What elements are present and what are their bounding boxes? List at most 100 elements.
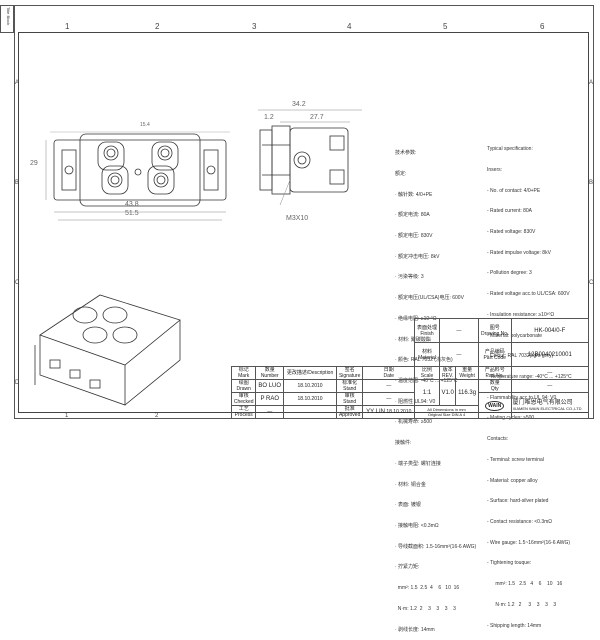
tb-dims-note: All Dimensions in mm Original Size DIN A… <box>414 405 479 419</box>
tb-rev: V1.0 <box>438 379 457 406</box>
tb-qty: — <box>510 379 590 393</box>
tb-name-checked: P RAO <box>255 392 285 406</box>
tb-hdr-mark: 标记 Mark <box>230 366 257 380</box>
spec-en-line: - Rated current: 80A <box>487 208 533 215</box>
spec-en-line: - Rated impulse voltage: 8kV <box>487 249 551 256</box>
tb-approved-date: 18.10.2010 <box>386 409 412 415</box>
spec-en-line: - Insulation resistance: ≥10¹⁰Ω <box>487 311 555 318</box>
spec-cn-line: · 表面: 镀银 <box>395 502 421 509</box>
tb-finish-label: 表面处理 Finish <box>414 318 440 343</box>
zone-top-2: 2 <box>155 22 160 31</box>
zone-top-6: 6 <box>540 22 545 31</box>
side-strip: Title Block <box>0 5 14 33</box>
tb-date-checked: 18.10.2010 <box>283 392 338 406</box>
spec-cn-line: · 额定冲击电压: 8kV <box>395 253 440 260</box>
zone-left-a: A <box>15 80 20 86</box>
tb-empty-top <box>232 319 415 367</box>
spec-cn-line: · 额定电压(UL/CSA)电压: 600V <box>395 295 464 302</box>
zone-right-a: A <box>589 80 594 86</box>
spec-cn-line: · 拧紧力矩: <box>395 564 420 571</box>
tb-std-drawn: — <box>362 379 416 393</box>
spec-en-line: - Contact resistance: <0.3mΩ <box>487 519 553 526</box>
tb-hdr-date: 日期 Date <box>362 366 416 380</box>
tb-name-process: — <box>255 405 285 419</box>
zone-top-3: 3 <box>252 22 257 31</box>
spec-cn-line: · 材料: 铜合金 <box>395 481 426 488</box>
tb-finish-value: — <box>438 318 479 343</box>
tb-scale-label: 比例 Scale <box>414 366 440 380</box>
zone-top-1: 1 <box>65 22 70 31</box>
isometric-view-drawing <box>34 294 181 406</box>
zone-left-c: C <box>15 280 20 286</box>
tb-drawing-no-label: 图号 Drawing No. <box>477 318 512 343</box>
front-dim-bottom2: 43.8 <box>125 201 139 208</box>
tb-role-process: 工艺 Process <box>230 405 257 419</box>
tb-company: 厦门唯恩电气有限公司 XIAMEN WAIN ELECTRICAL CO.,LT… <box>510 392 590 419</box>
spec-cn-line: · 导线截面积: 1.5-16mm²(16-6 AWG) <box>395 543 477 550</box>
tb-hdr-desc: 更改描述/Description <box>283 366 338 380</box>
spec-cn-line: N·m: 1.2 2 3 3 3 3 <box>395 605 456 612</box>
side-dim-top: 34.2 <box>292 101 306 108</box>
tb-drawing-no: HK-004/0-F <box>510 318 590 343</box>
spec-en-heading: Typical specification: <box>487 146 533 152</box>
spec-en-line: - No. of contact: 4/0+PE <box>487 187 541 194</box>
tb-part-code-label: 产品编码 Part Code <box>477 342 512 367</box>
side-screw-label: M3X10 <box>286 215 309 222</box>
tb-material-value: — <box>438 342 479 367</box>
spec-cn-line: · 端子类型: 螺钉连接 <box>395 460 441 467</box>
company-logo: WAIN <box>485 400 505 411</box>
spec-en-line: Insers: <box>487 166 503 173</box>
spec-en-line: - Rated voltage: 830V <box>487 228 536 235</box>
spec-en-line: N·m: 1.2 2 3 3 3 3 <box>487 601 557 608</box>
tb-scale: 1:1 <box>414 379 440 406</box>
tb-std-label-checked: 审核 Stand <box>336 392 364 406</box>
tb-std-process: YY LIN 18.10.2010 <box>362 405 416 419</box>
spec-en-line: - Shipping length: 14mm <box>487 622 542 629</box>
tb-std-label-process: 批准 Approved <box>336 405 364 419</box>
spec-en-line: - Material: copper alloy <box>487 477 538 484</box>
spec-cn-line: · 触针数: 4/0+PE <box>395 191 433 198</box>
tb-material-label: 材料 Material <box>414 342 440 367</box>
front-dim-bottom: 51.5 <box>125 210 139 217</box>
zone-top-4: 4 <box>347 22 352 31</box>
tb-std-label-drawn: 标准化 Stand <box>336 379 364 393</box>
side-view-drawing <box>258 109 362 206</box>
side-dim-left: 1.2 <box>264 114 274 121</box>
tb-part-no-label: 产品料号 Part No. <box>477 366 512 380</box>
tb-role-drawn: 绘图 Drawn <box>230 379 257 393</box>
spec-cn-line: · 额定电流: 80A <box>395 212 430 219</box>
zone-bottom-2: 2 <box>155 413 159 419</box>
zone-bottom-1: 1 <box>65 413 69 419</box>
side-dim-mid: 27.7 <box>310 114 324 121</box>
tb-date-drawn: 18.10.2010 <box>283 379 338 393</box>
spec-cn-line: · 接触电阻: <0.3mΩ <box>395 523 439 530</box>
spec-en-line: - Wire gauge: 1.5~16mm²(16-6 AWG) <box>487 539 571 546</box>
spec-cn-line: · 剥线长度: 14mm <box>395 626 435 633</box>
spec-cn-line: mm²: 1.5 2.5 4 6 10 16 <box>395 585 460 592</box>
tb-hdr-signature: 签名 Signature <box>336 366 364 380</box>
zone-left-b: B <box>15 180 20 186</box>
spec-en-line: - Tightening touque: <box>487 560 532 567</box>
tb-qty-label: 数量 Qty <box>477 379 512 393</box>
front-dim-top: 15.4 <box>140 122 150 128</box>
sheet-border <box>14 5 594 419</box>
spec-en-line: Contacts: <box>487 436 509 443</box>
zone-left-d: D <box>15 380 20 386</box>
spec-cn-line: · 机械寿命: ≥500 <box>395 419 432 426</box>
spec-cn-line: 接触件: <box>395 440 412 447</box>
side-strip-label: Title Block <box>6 7 11 26</box>
tb-weight: 116.3g <box>455 379 479 406</box>
spec-en-line: - Pollution degree: 3 <box>487 270 532 277</box>
tb-name-drawn: BO LUO <box>255 379 285 393</box>
spec-cn-line: 额定: <box>395 170 407 177</box>
zone-right-c: C <box>589 280 594 286</box>
zone-top-5: 5 <box>443 22 448 31</box>
tb-hdr-number: 数量 Number <box>255 366 285 380</box>
tb-date-process <box>283 405 338 419</box>
tb-rev-label: 版本 REV. <box>438 366 457 380</box>
tb-approved-name: YY LIN <box>366 409 385 415</box>
tb-role-checked: 审核 Checked <box>230 392 257 406</box>
zone-right-b: B <box>589 180 594 186</box>
front-dim-side: 29 <box>30 160 38 167</box>
spec-en-line: - Surface: hard-silver plated <box>487 498 549 505</box>
